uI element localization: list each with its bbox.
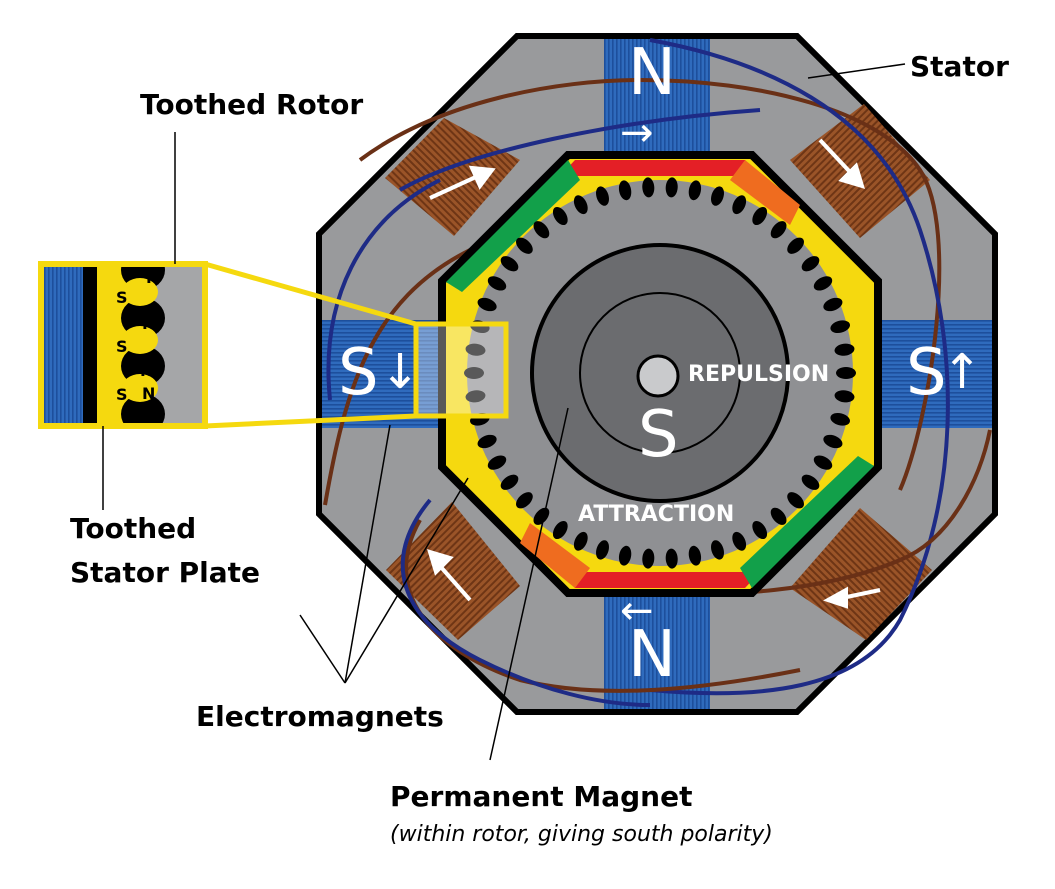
rotor-tooth <box>711 540 724 560</box>
rotor-tooth <box>823 297 843 312</box>
left-pole-piece <box>322 320 438 428</box>
inset-rotor-pole-1: N <box>146 268 160 287</box>
rotor-tooth <box>465 343 486 356</box>
rotor-ring-green-tl <box>446 160 580 292</box>
inset-rotor-pole-4: N <box>142 384 156 403</box>
repulsion-label: REPULSION <box>688 362 830 387</box>
rotor-tooth <box>477 297 497 312</box>
toothed-stator-plate-label-line1: Toothed <box>70 512 197 545</box>
rotor-tooth <box>688 545 702 566</box>
rotor-tooth <box>752 520 768 540</box>
top-pole-letter: N <box>628 36 676 110</box>
rotor-tooth <box>618 180 632 201</box>
rotor-tooth <box>477 434 497 449</box>
current-arrows <box>427 138 881 609</box>
rotor-tooth <box>770 221 787 239</box>
bottom-pole-arrow: ← <box>620 588 654 634</box>
permanent-magnet-label: Permanent Magnet <box>390 780 693 813</box>
inset <box>43 266 203 424</box>
rotor-teeth <box>464 177 856 569</box>
toothed-stator-plate-label-line2: Stator Plate <box>70 556 261 589</box>
rotor-tooth <box>665 177 678 198</box>
top-pole-arrow: → <box>620 110 654 156</box>
bottom-pole-letter: N <box>628 618 676 692</box>
inset-rotor-pole-3: N <box>140 361 154 380</box>
rotor-tooth <box>770 507 787 525</box>
rotor-tooth <box>464 367 484 379</box>
rotor-tooth <box>500 474 519 490</box>
right-pole-letter: S <box>906 336 947 410</box>
rotor-tooth <box>752 206 768 226</box>
rotor-tooth <box>830 320 851 334</box>
rotor-tooth <box>533 221 550 239</box>
rotor-tooth <box>787 237 804 254</box>
inset-stator-tooth <box>121 394 165 424</box>
rotor-tooth <box>665 548 678 569</box>
rotor-ring-red-bottom <box>560 572 760 588</box>
rotor-tooth <box>618 545 632 566</box>
rotor-tooth <box>711 186 724 206</box>
inset-stator-gap <box>122 374 158 402</box>
stator-label: Stator <box>910 50 1009 83</box>
attraction-label: ATTRACTION <box>578 502 735 527</box>
toothed-rotor-label: Toothed Rotor <box>140 88 364 121</box>
rotor-tooth <box>573 195 588 215</box>
coil-top-right <box>790 104 930 238</box>
rotor-tooth <box>801 474 820 490</box>
leader-lines <box>102 63 906 761</box>
inset-stator-pole-3: S <box>116 385 128 404</box>
rotor-ring-green-br <box>740 456 874 588</box>
rotor-tooth <box>732 195 747 215</box>
left-pole-arrow: ↓ <box>380 344 421 400</box>
rotor-ring-red-top <box>560 160 760 176</box>
rotor-tooth <box>834 343 855 356</box>
rotor-tooth <box>813 455 833 470</box>
rotor-tooth <box>823 434 843 449</box>
rotor-ring-orange-bl <box>520 523 590 588</box>
inset-frame <box>38 261 208 429</box>
rotor-tooth <box>830 412 851 426</box>
rotor-tooth <box>642 177 655 198</box>
rotor-tooth <box>688 180 702 201</box>
zoom-link-bottom <box>204 413 417 429</box>
rotor-tooth <box>573 531 588 551</box>
electromagnets-label: Electromagnets <box>196 700 444 733</box>
rotor-tooth <box>732 531 747 551</box>
rotor-tooth <box>834 390 855 403</box>
rotor-tooth <box>516 237 533 254</box>
rotor-tooth <box>552 520 568 540</box>
inset-stator-gap <box>122 326 158 354</box>
right-pole-arrow: ↑ <box>942 344 983 400</box>
coil-top-left <box>385 118 520 236</box>
zoom-link-top <box>204 261 417 327</box>
rotor-tooth <box>801 256 820 272</box>
zoom-box <box>413 321 509 419</box>
rotor-tooth <box>596 540 609 560</box>
rotor-tooth <box>500 256 519 272</box>
inset-stator-pole-2: S <box>116 337 128 356</box>
rotor-tooth <box>516 492 533 509</box>
left-pole-letter: S <box>338 336 379 410</box>
coil-bottom-left <box>386 502 520 640</box>
rotor-tooth <box>487 455 507 470</box>
inset-stator-gap <box>122 278 158 306</box>
top-pole-piece <box>604 39 710 154</box>
rotor-tooth <box>813 276 833 291</box>
rotor-tooth <box>787 492 804 509</box>
rotor-tooth <box>596 186 609 206</box>
rotor-pole-letter: S <box>638 398 679 472</box>
inset-rotor-pole-5: N <box>146 406 160 425</box>
rotor-tooth <box>836 367 856 379</box>
inset-stator-pole-1: S <box>116 288 128 307</box>
rotor-tooth <box>465 390 486 403</box>
rotor-tooth <box>487 276 507 291</box>
rotor-ring-orange-tr <box>730 160 800 225</box>
rotor-tooth <box>552 206 568 226</box>
rotor-tooth <box>642 548 655 569</box>
magnet-inner-ring <box>579 292 741 454</box>
permanent-magnet-note: (within rotor, giving south polarity) <box>390 822 773 847</box>
shaft <box>636 354 680 398</box>
inset-rotor-pole-2: N <box>142 314 156 333</box>
